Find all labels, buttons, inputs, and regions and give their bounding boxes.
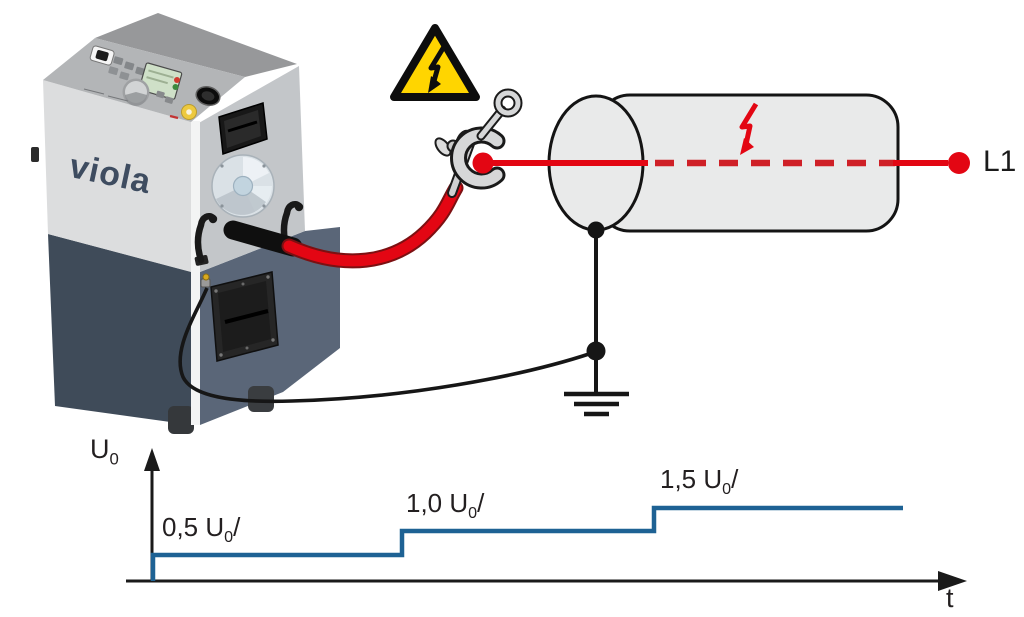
fan-hub xyxy=(232,175,254,197)
device-base-front-face xyxy=(48,234,192,425)
cooling-fan xyxy=(211,154,275,218)
voltage-step-curve xyxy=(150,505,903,581)
green-led xyxy=(172,84,179,90)
test-device xyxy=(31,13,340,434)
hv-cable xyxy=(281,180,464,269)
vent-screw xyxy=(214,289,218,293)
step-label-0-5-u0: 0,5 U0/ xyxy=(162,512,240,547)
vent-screw xyxy=(245,346,249,350)
rotary-knob-shade xyxy=(125,92,147,106)
latch-arm xyxy=(194,213,217,264)
x-axis-label: t xyxy=(946,583,954,613)
step-label-prefix: 0,5 U xyxy=(162,512,225,542)
clamp-contact-dot xyxy=(472,152,494,174)
latch-knob xyxy=(208,214,218,224)
upper-vent-panel xyxy=(218,102,268,156)
device-foot xyxy=(168,406,194,434)
hv-output-connector-core xyxy=(201,91,215,101)
device-top-face xyxy=(95,13,297,77)
red-led xyxy=(174,77,180,83)
clamp-screw xyxy=(478,107,505,139)
lower-vent-panel xyxy=(210,271,279,362)
fault-lightning-icon xyxy=(739,102,759,155)
panel-button xyxy=(135,66,146,76)
earth-ground-symbol-icon xyxy=(564,391,629,417)
step-label-sub: 0 xyxy=(468,504,478,523)
hv-line-end-dot xyxy=(948,152,970,174)
device-side-tab xyxy=(31,147,39,162)
fan-screw xyxy=(220,204,224,208)
step-label-suffix: / xyxy=(233,512,241,542)
fan-screw xyxy=(262,204,266,208)
fan-screw xyxy=(262,164,266,168)
lcd-line xyxy=(146,76,168,85)
step-label-suffix: / xyxy=(731,464,739,494)
y-axis-arrowhead xyxy=(144,448,160,471)
y-axis-label-text: U xyxy=(90,434,110,464)
device-foot xyxy=(248,386,274,412)
step-label-1-5-u0: 1,5 U0/ xyxy=(660,464,738,499)
hv-connection-clamp-icon xyxy=(434,88,523,198)
warning-bolt xyxy=(428,43,448,89)
panel-button xyxy=(164,96,174,104)
warning-sticker-center xyxy=(186,109,192,115)
vent-inner xyxy=(224,110,261,148)
vent-screw xyxy=(271,338,275,342)
panel-button xyxy=(119,71,130,81)
hv-cable-core xyxy=(283,182,462,267)
x-axis-arrowhead xyxy=(938,571,967,591)
high-voltage-warning-icon xyxy=(390,24,480,101)
lcd-line xyxy=(148,69,174,79)
fan-shade xyxy=(216,186,266,215)
vent-slot xyxy=(227,120,258,133)
logo-mark xyxy=(169,114,179,120)
y-axis-label-sub: 0 xyxy=(109,449,119,469)
ground-junction-dot xyxy=(586,341,606,361)
panel-button xyxy=(155,90,165,99)
specimen-ground-dot xyxy=(587,221,605,239)
small-buttons xyxy=(155,90,174,104)
clamp-eye xyxy=(495,90,521,116)
phase-label: L1 xyxy=(983,145,1017,178)
step-label-prefix: 1,0 U xyxy=(406,488,469,518)
bolt-zigzag xyxy=(739,102,759,150)
step-label-1-0-u0: 1,0 U0/ xyxy=(406,488,484,523)
step-label-sub: 0 xyxy=(722,480,732,499)
latch-knob xyxy=(294,202,304,212)
device-tower-front-face xyxy=(43,80,191,272)
ground-connection xyxy=(564,221,629,417)
vent-slot xyxy=(224,309,269,324)
vent-screw xyxy=(266,275,270,279)
step-label-suffix: / xyxy=(477,488,485,518)
vent-screw xyxy=(241,282,245,286)
latch-clamp-left xyxy=(194,213,218,266)
panel-button xyxy=(108,66,119,76)
vent-screw xyxy=(219,353,223,357)
device-corner-pillar xyxy=(191,121,200,425)
bolt-arrowhead xyxy=(740,138,754,155)
hv-test-line xyxy=(486,152,970,174)
ground-terminal-stud xyxy=(202,273,210,281)
ground-cable xyxy=(178,273,593,404)
panel-print xyxy=(107,95,129,102)
ground-cable-wire xyxy=(178,287,593,404)
panel-print xyxy=(83,88,105,95)
menu-buttons xyxy=(108,56,146,81)
step-label-sub: 0 xyxy=(224,528,234,547)
y-axis-label: U0 xyxy=(90,434,119,469)
fan-screw xyxy=(220,164,224,168)
power-rocker-inner xyxy=(95,50,109,62)
step-label-prefix: 1,5 U xyxy=(660,464,723,494)
step-voltage-graph xyxy=(126,448,967,591)
panel-button xyxy=(124,61,135,71)
control-panel xyxy=(83,45,221,120)
warning-bolt-arrowhead xyxy=(428,76,441,93)
panel-button xyxy=(113,56,124,66)
